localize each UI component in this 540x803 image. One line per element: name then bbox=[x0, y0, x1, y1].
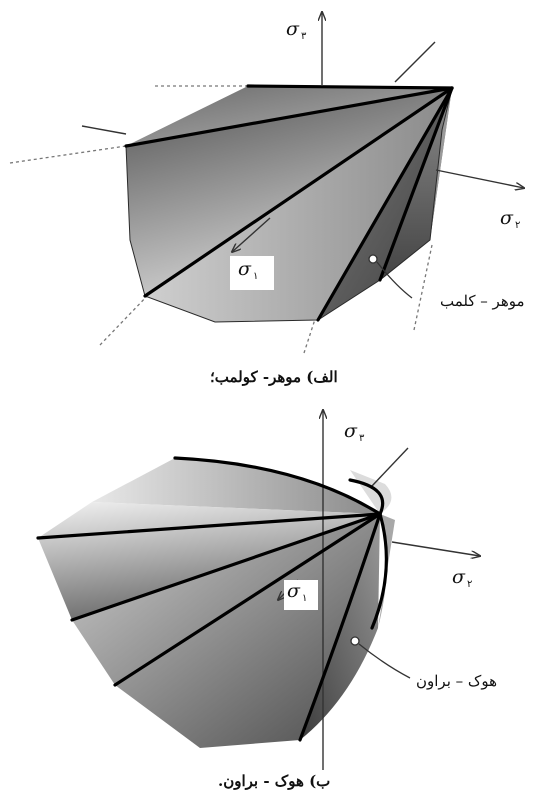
hoek-brown-diagram bbox=[36, 410, 480, 770]
sigma3-subscript: ۳ bbox=[358, 433, 365, 444]
sigma2-subscript: ۲ bbox=[466, 579, 473, 590]
sigma2-symbol: σ bbox=[452, 566, 465, 588]
stress-axes-hb bbox=[278, 410, 480, 770]
mohr-coulomb-surface-label: موهر – کلمب bbox=[440, 292, 525, 310]
sigma1-axis bbox=[81, 125, 127, 135]
sigma1-symbol: σ bbox=[287, 580, 300, 602]
hydrostatic-axis bbox=[394, 41, 436, 83]
sigma3-subscript: ۳ bbox=[300, 31, 307, 42]
sigma1-label-box-top bbox=[230, 256, 274, 290]
generator-lines bbox=[124, 84, 454, 322]
mohr-coulomb-diagram bbox=[9, 12, 524, 354]
caption-mohr-coulomb: الف) موهر- کولمب؛ bbox=[210, 368, 338, 386]
sigma1-symbol: σ bbox=[238, 258, 251, 280]
sigma1-subscript: ۱ bbox=[252, 271, 259, 282]
stress-axes bbox=[81, 12, 524, 252]
hydrostatic-axis bbox=[371, 447, 409, 487]
sigma2-axis bbox=[391, 541, 480, 556]
sigma1-axis-inner bbox=[232, 217, 271, 252]
surface-leader bbox=[368, 254, 413, 299]
sigma2-symbol: σ bbox=[500, 207, 513, 229]
hoek-brown-surface-label: هوک – براون bbox=[416, 672, 497, 690]
sigma2-subscript: ۲ bbox=[514, 220, 521, 231]
sigma1-subscript: ۱ bbox=[301, 593, 308, 604]
sigma1-label-box-bottom bbox=[284, 580, 318, 610]
yield-surface-faces-hb bbox=[38, 458, 395, 748]
surface-leader-hb bbox=[350, 636, 411, 679]
caption-hoek-brown: ب) هوک - براون. bbox=[218, 772, 331, 790]
generator-curves bbox=[36, 456, 388, 742]
sigma2-axis bbox=[435, 169, 524, 188]
sigma3-symbol: σ bbox=[286, 18, 299, 40]
sigma3-symbol: σ bbox=[344, 420, 357, 442]
